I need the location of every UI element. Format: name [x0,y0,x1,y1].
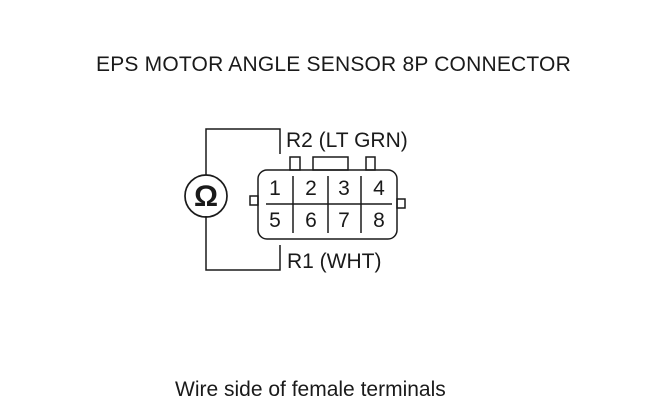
terminal-8: 8 [373,209,385,232]
view-caption: Wire side of female terminals [175,378,446,401]
lock-tab-right [365,156,376,171]
connector-title: EPS MOTOR ANGLE SENSOR 8P CONNECTOR [96,53,571,76]
terminal-6: 6 [305,209,317,232]
probe-wire-bottom [205,216,281,271]
terminal-2: 2 [305,177,317,200]
terminal-5: 5 [269,209,281,232]
ohmmeter-circle [184,174,228,218]
terminal-3: 3 [338,177,350,200]
lock-tab-center [312,156,349,171]
probe-top-label: R2 (LT GRN) [286,129,408,152]
lock-tab-left [289,156,301,171]
terminal-7: 7 [338,209,350,232]
probe-bottom-label: R1 (WHT) [287,250,381,273]
terminal-1: 1 [269,177,281,200]
probe-wire-top [205,128,281,175]
side-key-right [396,198,406,209]
side-key-left [249,195,259,206]
ohmmeter-icon: Ω [194,180,218,213]
terminal-4: 4 [373,177,385,200]
